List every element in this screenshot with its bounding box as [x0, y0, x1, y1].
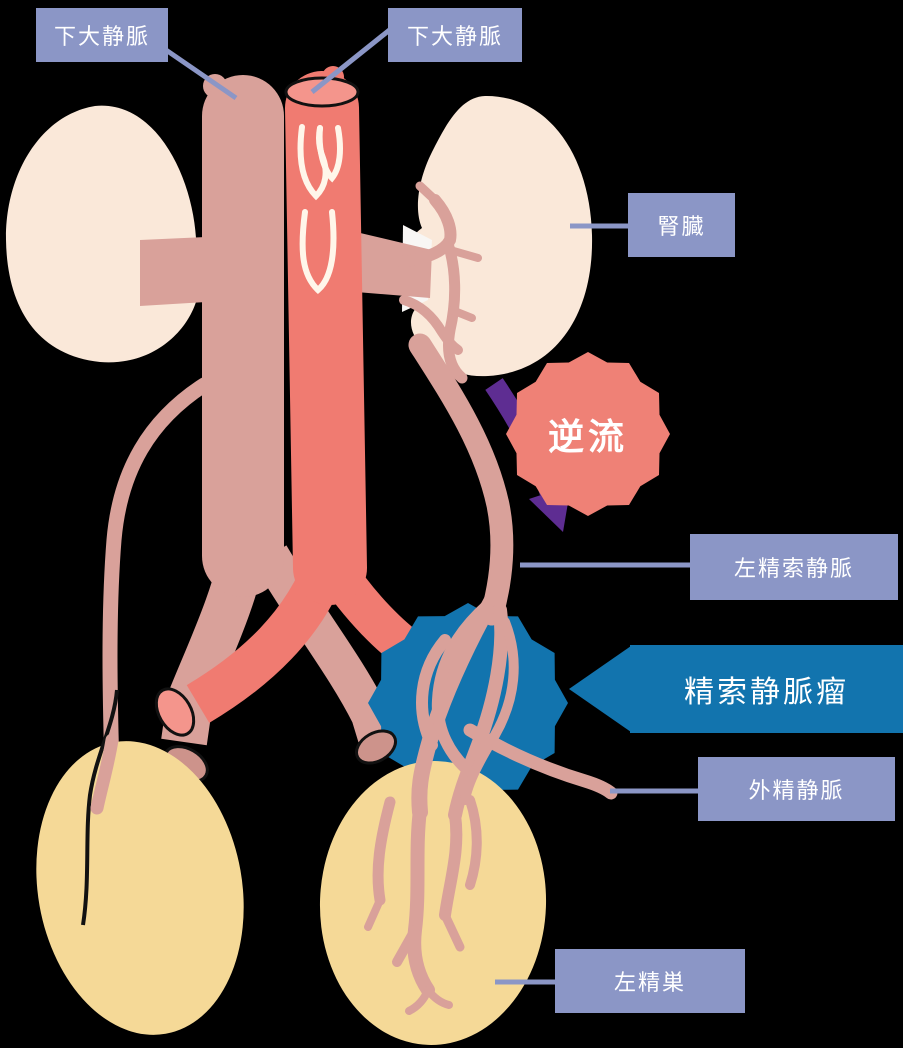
testis-right-side [36, 689, 244, 1035]
left-spermatic-vein [408, 333, 514, 626]
label-kidney: 腎臓 [628, 193, 735, 257]
reflux-badge-text: 逆流 [547, 417, 628, 458]
left-renal-vein [356, 232, 432, 298]
kidney-right-side [5, 105, 206, 363]
kidney-left-side [356, 95, 593, 384]
varicocele-veins [364, 592, 618, 1015]
testis-left-side [319, 761, 547, 1045]
aorta [186, 66, 424, 723]
label-left-testis: 左精巣 [555, 949, 745, 1013]
iliac-artery-cut [154, 687, 196, 737]
leader-ivc-right [310, 26, 394, 94]
label-inferior-vena-cava-left: 下大静脈 [36, 8, 168, 62]
varicocele-banner-arrow [569, 646, 631, 732]
iliac-vein-cut-right [355, 729, 397, 765]
label-left-spermatic-vein: 左精索静脈 [690, 534, 898, 600]
varicocele-banner: 精索静脈瘤 [630, 645, 903, 733]
external-spermatic-vein [463, 723, 618, 800]
venous-valves [297, 124, 343, 295]
right-renal-vein [140, 237, 206, 306]
epididymis-outline [81, 689, 119, 926]
reflux-badge [506, 352, 670, 516]
intrarenal-veins [396, 181, 482, 384]
leader-ivc-left [164, 47, 238, 101]
cut-vessel-ends [154, 687, 397, 783]
right-spermatic-vein [102, 377, 212, 778]
aorta-cut-opening [284, 76, 360, 108]
vein-into-testis [90, 733, 119, 815]
leader-lines [164, 26, 700, 985]
label-external-spermatic-vein: 外精静脈 [698, 757, 895, 821]
right-iliac-vein [253, 545, 396, 744]
label-inferior-vena-cava-right: 下大静脈 [388, 8, 522, 62]
